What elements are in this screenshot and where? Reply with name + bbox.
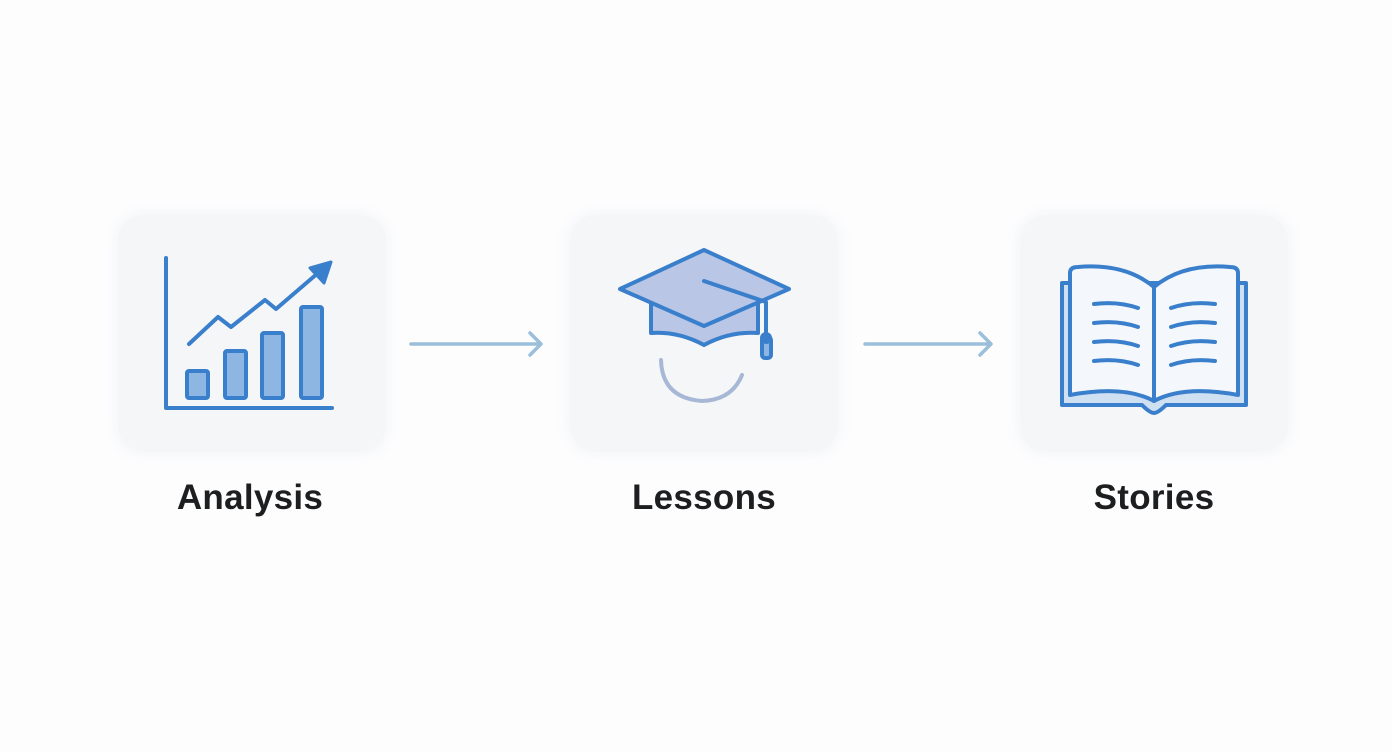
step-label-stories: Stories	[1093, 478, 1215, 517]
arrow-right-icon	[409, 331, 543, 357]
lessons-tile	[570, 215, 838, 452]
analysis-tile	[118, 215, 386, 452]
step-label-lessons: Lessons	[631, 478, 777, 517]
stories-tile	[1020, 215, 1288, 452]
bar-chart-trend-icon	[164, 256, 334, 410]
step-label-analysis: Analysis	[176, 478, 324, 517]
open-book-icon	[1060, 264, 1248, 415]
arrow-right-icon	[863, 331, 993, 357]
graduation-cap-icon	[618, 248, 791, 404]
